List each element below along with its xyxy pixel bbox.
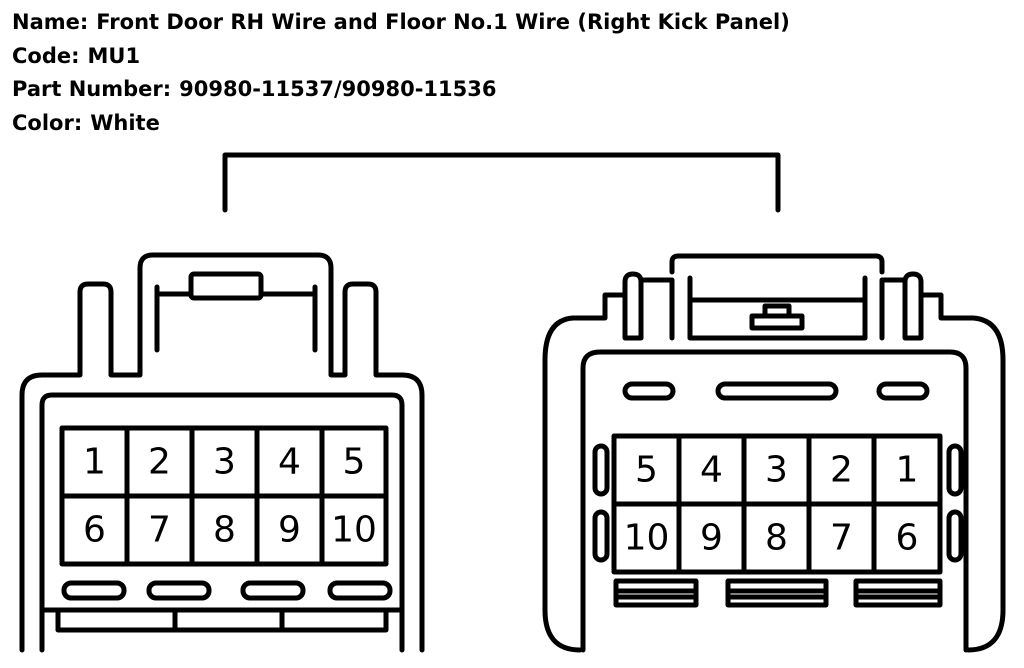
left-pin-grid-lines xyxy=(59,425,389,567)
right-side-slot xyxy=(946,443,964,497)
right-pin-label: 4 xyxy=(700,450,723,491)
left-slot xyxy=(61,580,127,601)
left-pin-label: 9 xyxy=(278,510,301,551)
color-row: Color: White xyxy=(12,107,1012,141)
left-pin-label: 6 xyxy=(83,510,106,551)
right-pin-label: 2 xyxy=(830,450,853,491)
left-lock-tab xyxy=(188,271,264,301)
right-pin-label: 5 xyxy=(635,450,658,491)
right-pin-label: 9 xyxy=(700,518,723,559)
left-pin-label: 2 xyxy=(148,442,171,483)
right-connector-housing xyxy=(542,253,1006,653)
right-pin-label: 8 xyxy=(765,518,788,559)
left-slot xyxy=(146,580,212,601)
name-label: Name: xyxy=(12,10,89,34)
code-label: Code: xyxy=(12,43,80,68)
right-housing-inner xyxy=(580,349,969,653)
right-pin-grid-lines xyxy=(611,433,943,575)
left-pin-label: 8 xyxy=(213,510,236,551)
part-number-label: Part Number: xyxy=(12,77,172,101)
left-pin-labels: 1 2 3 4 5 6 7 8 9 10 xyxy=(83,442,377,551)
name-row: Name: Front Door RH Wire and Floor No.1 W… xyxy=(12,6,1012,40)
right-slot xyxy=(622,381,676,401)
right-connector xyxy=(542,253,1006,653)
left-connector xyxy=(19,252,425,653)
right-pin-label: 6 xyxy=(896,518,919,559)
left-connector-housing xyxy=(19,252,425,653)
left-pin-label: 4 xyxy=(278,442,301,483)
right-lock-tab-top xyxy=(762,303,792,319)
code-value: MU1 xyxy=(87,43,141,68)
right-pin-label: 10 xyxy=(624,518,670,559)
right-lock-window xyxy=(687,275,868,341)
left-pin-label: 5 xyxy=(343,442,366,483)
right-slot xyxy=(715,381,839,401)
left-pin-label: 10 xyxy=(331,510,377,551)
color-value: White xyxy=(90,110,160,135)
left-pin-label: 3 xyxy=(213,442,236,483)
right-side-slot xyxy=(946,509,964,563)
left-slot xyxy=(327,580,393,601)
mating-bracket-line xyxy=(222,152,781,213)
code-row: Code: MU1 xyxy=(12,40,1012,74)
left-pin-label: 7 xyxy=(148,510,171,551)
color-label: Color: xyxy=(12,110,83,135)
connector-info-header: Name: Front Door RH Wire and Floor No.1 W… xyxy=(12,6,1012,140)
right-side-slot xyxy=(592,443,610,497)
part-number-value: 90980-11537/90980-11536 xyxy=(179,77,497,101)
left-slot xyxy=(240,580,306,601)
right-pin-label: 7 xyxy=(830,518,853,559)
left-latch-slots xyxy=(154,284,318,353)
right-side-slot xyxy=(592,509,610,563)
left-bottom-rail xyxy=(39,607,405,633)
right-pin-label: 1 xyxy=(896,450,919,491)
part-number-row: Part Number: 90980-11537/90980-11536 xyxy=(12,73,1012,107)
right-slot xyxy=(876,381,930,401)
name-value: Front Door RH Wire and Floor No.1 Wire (… xyxy=(96,10,790,34)
right-pin-labels: 5 4 3 2 1 10 9 8 7 6 xyxy=(624,450,919,559)
right-pin-label: 3 xyxy=(765,450,788,491)
left-pin-label: 1 xyxy=(83,442,106,483)
right-bottom-slot-ribs xyxy=(613,588,943,600)
left-housing-inner xyxy=(39,392,405,653)
